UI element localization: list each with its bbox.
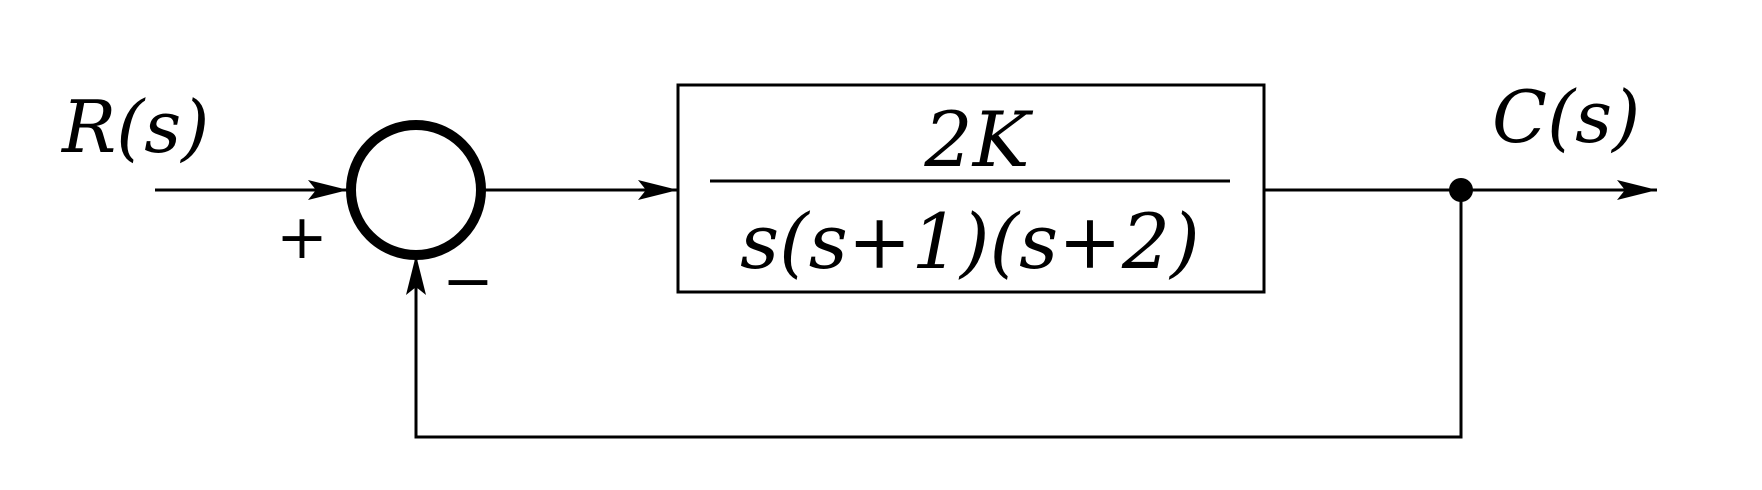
transfer-function-numerator: 2K <box>923 95 1033 184</box>
input-label: R(s) <box>60 85 209 169</box>
transfer-function-denominator: s(s+1)(s+2) <box>740 197 1200 286</box>
summing-junction <box>346 120 486 260</box>
output-label: C(s) <box>1492 75 1640 159</box>
feedback-path <box>406 190 1463 439</box>
plus-sign: + <box>276 200 328 273</box>
minus-sign: − <box>442 244 494 317</box>
